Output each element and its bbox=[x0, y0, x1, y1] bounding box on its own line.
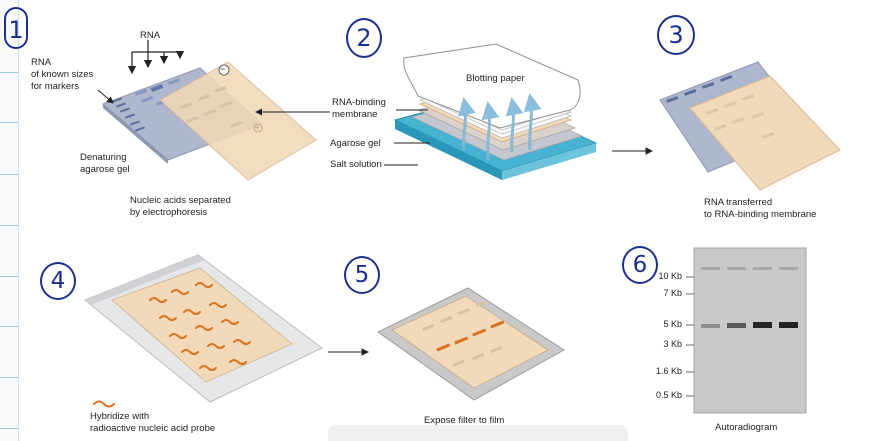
probe-legend-squiggle bbox=[93, 400, 115, 408]
bag-seal bbox=[85, 255, 204, 305]
agarose-gel-label: Agarose gel bbox=[330, 138, 381, 149]
panel4-hybridization bbox=[84, 254, 370, 408]
marker-label-line3: for markers bbox=[31, 81, 80, 92]
panel1-electrophoresis bbox=[97, 40, 330, 181]
step-number-2: 2 bbox=[346, 18, 382, 58]
exposed-filter bbox=[391, 295, 549, 389]
size-label-0-5kb: 0.5 Kb bbox=[655, 390, 682, 400]
panel2-leaders bbox=[384, 109, 430, 166]
marker-bands bbox=[111, 97, 146, 132]
gel-label-line1: Denaturing bbox=[80, 152, 127, 163]
notebook-margin bbox=[0, 0, 19, 441]
size-label-3kb: 3 Kb bbox=[663, 339, 682, 349]
transfer-caption-line1: RNA transferred bbox=[704, 197, 773, 208]
minus-sign-label: − bbox=[220, 64, 226, 74]
membrane-label-line2: membrane bbox=[332, 109, 378, 120]
autoradiogram-caption: Autoradiogram bbox=[715, 422, 778, 433]
size-label-7kb: 7 Kb bbox=[663, 288, 682, 298]
electrophoresis-caption-line2: by electrophoresis bbox=[130, 207, 208, 218]
salt-tray-side bbox=[502, 143, 596, 180]
gel-marker-bands bbox=[666, 75, 733, 103]
salt-solution-label: Salt solution bbox=[330, 159, 382, 170]
faint-top-bands bbox=[701, 267, 798, 270]
electrophoresis-caption-line1: Nucleic acids separated bbox=[130, 195, 231, 206]
panel6-autoradiogram bbox=[686, 247, 807, 414]
hybridize-caption-line1: Hybridize with bbox=[90, 411, 150, 422]
marker-label-line2: of known sizes bbox=[31, 69, 94, 80]
size-ticks bbox=[686, 276, 694, 397]
gel-edge bbox=[103, 104, 168, 164]
size-label-10kb: 10 Kb bbox=[658, 271, 682, 281]
step-number-1: 1 bbox=[4, 7, 28, 49]
plus-sign-label: + bbox=[255, 123, 260, 132]
ruled-line bbox=[0, 72, 18, 73]
autoradiogram-film bbox=[693, 247, 807, 414]
ruled-line bbox=[0, 428, 18, 429]
minus-electrode-icon bbox=[218, 64, 230, 76]
hybridize-caption-line2: radioactive nucleic acid probe bbox=[90, 423, 216, 434]
blotting-paper-label: Blotting paper bbox=[466, 73, 525, 84]
ruled-line bbox=[0, 377, 18, 378]
hybridized-bands bbox=[701, 322, 798, 328]
rna-header-label: RNA bbox=[140, 30, 161, 41]
transferred-bands bbox=[706, 94, 775, 139]
hybridization-membrane bbox=[111, 267, 293, 383]
ruled-line bbox=[0, 174, 18, 175]
ruled-line bbox=[0, 225, 18, 226]
plus-electrode-icon bbox=[253, 123, 263, 133]
exposed-bands bbox=[422, 299, 505, 368]
expose-caption: Expose filter to film bbox=[424, 415, 505, 426]
marker-pointer bbox=[97, 89, 114, 104]
membrane-label-line1: RNA-binding bbox=[332, 97, 386, 108]
transfer-caption-line2: to RNA-binding membrane bbox=[704, 209, 817, 220]
bottom-shadow bbox=[328, 425, 628, 441]
step-number-3: 3 bbox=[657, 15, 695, 55]
rna-bracket bbox=[127, 40, 185, 75]
panel5-film-exposure bbox=[377, 287, 565, 401]
probe-squiggles bbox=[149, 282, 251, 371]
ruled-line bbox=[0, 276, 18, 277]
membrane-bands bbox=[180, 86, 243, 128]
marker-label-line1: RNA bbox=[31, 57, 52, 68]
salt-tray-front bbox=[395, 120, 502, 180]
step-number-6: 6 bbox=[622, 246, 658, 284]
step-number-4: 4 bbox=[40, 262, 76, 300]
size-label-5kb: 5 Kb bbox=[663, 319, 682, 329]
ruled-line bbox=[0, 122, 18, 123]
ruled-line bbox=[0, 326, 18, 327]
panel3-transfer-result bbox=[659, 61, 841, 191]
capillary-flow-arrows bbox=[458, 93, 542, 161]
size-label-1-6kb: 1.6 Kb bbox=[655, 366, 682, 376]
panel2-blot-stack bbox=[384, 43, 654, 180]
step-number-5: 5 bbox=[344, 256, 380, 294]
membrane-sheet bbox=[159, 61, 317, 181]
gel-label-line2: agarose gel bbox=[80, 164, 130, 175]
